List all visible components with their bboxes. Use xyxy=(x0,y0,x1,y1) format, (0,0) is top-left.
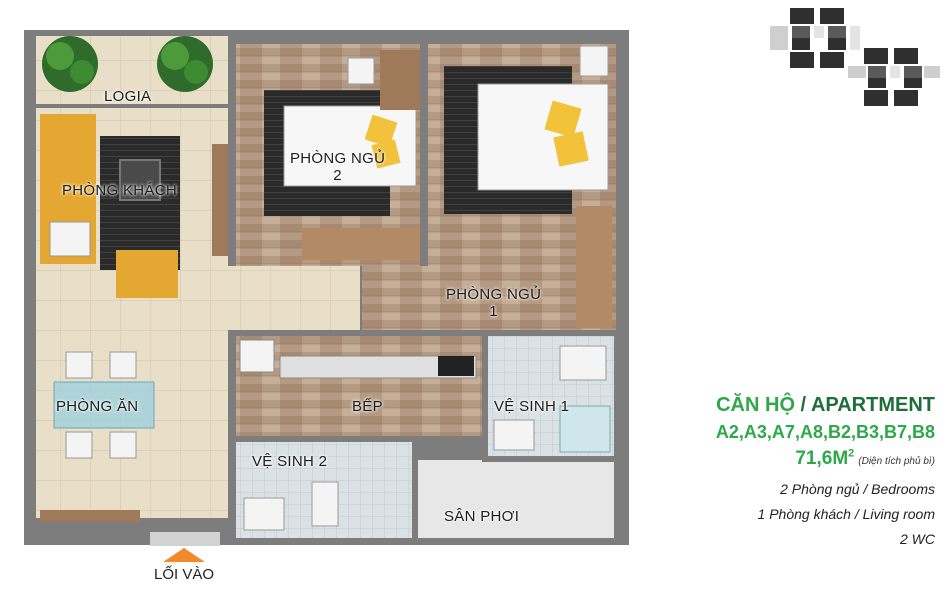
plant-left xyxy=(42,36,98,92)
entrance-door-gap xyxy=(150,532,220,546)
apartment-title-separator: / xyxy=(795,394,811,416)
room-label-drying-yard: SÂN PHƠI xyxy=(444,508,520,525)
plant-right xyxy=(157,36,213,92)
apartment-area-value: 71,6M xyxy=(795,448,849,470)
dining-chair xyxy=(109,351,137,379)
bedroom-1-floor-extension xyxy=(362,266,616,330)
room-label-bedroom-2-line2: 2 xyxy=(333,167,342,184)
apartment-codes: A2,A3,A7,A8,B2,B3,B7,B8 xyxy=(715,422,935,442)
bedroom-2-pillow xyxy=(371,139,401,169)
dining-chair xyxy=(65,351,93,379)
kitchen-stove xyxy=(438,356,474,376)
key-plan-tower-left xyxy=(770,8,860,68)
wc-1-sink xyxy=(493,419,535,451)
apartment-title-en: APARTMENT xyxy=(810,394,935,416)
dining-table xyxy=(53,381,155,429)
floor-plan xyxy=(24,30,629,546)
apartment-area-unit-sup: 2 xyxy=(848,448,855,460)
spec-wc: 2 WC xyxy=(900,531,935,547)
tv-cabinet xyxy=(212,144,228,256)
room-label-bedroom-1: PHÒNG NGỦ 1 xyxy=(446,286,541,320)
lounge-chair xyxy=(49,221,91,257)
drying-yard-floor xyxy=(418,460,614,538)
wc-1-cabinet xyxy=(559,345,607,381)
kitchen-counter xyxy=(279,355,477,379)
room-label-bedroom-2-line1: PHÒNG NGỦ xyxy=(290,150,386,167)
key-plan-tower-right xyxy=(848,48,940,106)
room-label-bedroom-1-line1: PHÒNG NGỦ xyxy=(446,286,542,303)
bedroom-1-wardrobe xyxy=(576,206,612,328)
dining-chair xyxy=(109,431,137,459)
bedroom-2-wardrobe xyxy=(302,228,420,260)
room-label-logia: LOGIA xyxy=(104,88,152,105)
kitchen-floor xyxy=(236,336,482,436)
bedroom-1-bed xyxy=(477,83,609,191)
sideboard xyxy=(40,510,140,522)
key-plan-diagram xyxy=(770,8,940,106)
bedroom-2-pillow xyxy=(364,114,398,148)
wc-2-toilet xyxy=(311,481,339,527)
apartment-area-note: (Diện tích phủ bì) xyxy=(858,456,935,468)
dining-chair xyxy=(65,431,93,459)
entrance-label: LỐI VÀO xyxy=(154,566,215,583)
room-label-wc-2: VỆ SINH 2 xyxy=(252,453,328,470)
kitchen-fridge xyxy=(239,339,275,373)
apartment-title-vi: CĂN HỘ xyxy=(716,394,795,416)
bedroom-2-chair xyxy=(347,57,375,85)
spec-bedrooms: 2 Phòng ngủ / Bedrooms xyxy=(780,481,935,497)
interior-walls xyxy=(228,36,614,540)
room-label-dining-room: PHÒNG ĂN xyxy=(56,398,139,415)
room-label-bedroom-1-line2: 1 xyxy=(489,303,498,320)
wc-1-shower xyxy=(559,405,611,453)
bedroom-1-pillow xyxy=(544,100,582,138)
apartment-title: CĂN HỘ / APARTMENT xyxy=(716,394,935,417)
apartment-area-line: 71,6M2(Diện tích phủ bì) xyxy=(795,448,935,470)
entrance-arrow-icon xyxy=(163,548,205,562)
wc-2-sink xyxy=(243,497,285,531)
bedroom-1-nightstand xyxy=(579,45,609,77)
coffee-table xyxy=(119,159,161,201)
apartment-area: 71,6M2 xyxy=(795,448,854,469)
spec-living-room: 1 Phòng khách / Living room xyxy=(757,506,935,522)
armchair xyxy=(116,250,178,298)
room-label-living-room: PHÒNG KHÁCH xyxy=(62,182,177,199)
living-rug xyxy=(100,136,180,270)
room-label-bedroom-2: PHÒNG NGỦ 2 xyxy=(290,150,385,184)
room-label-kitchen: BẾP xyxy=(352,398,383,415)
room-label-wc-1: VỆ SINH 1 xyxy=(494,398,570,415)
bedroom-1-pillow xyxy=(553,131,589,167)
bedroom-2-desk xyxy=(380,50,420,110)
